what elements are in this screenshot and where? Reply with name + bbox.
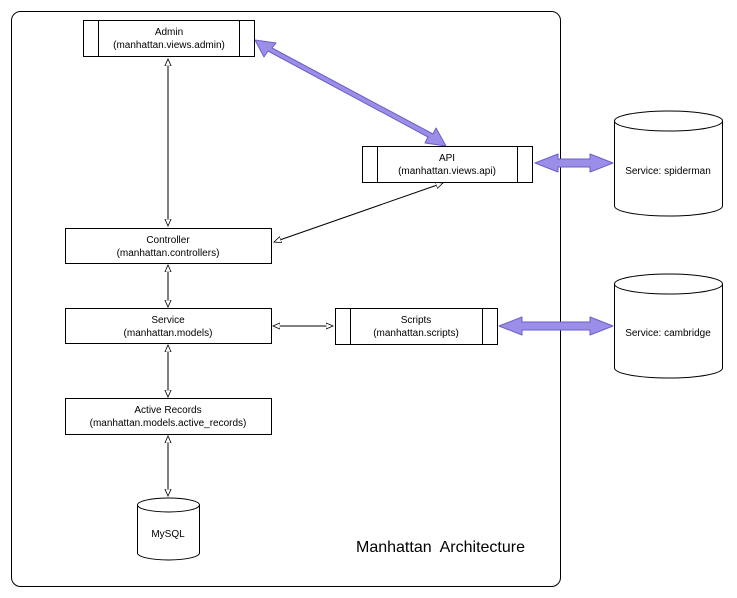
controller-name: Controller (146, 235, 190, 246)
diagram-title: Manhattan Architecture (356, 539, 525, 556)
service-name: Service (151, 315, 185, 326)
scripts-name: Scripts (401, 315, 432, 326)
connector-api-controller (274, 183, 443, 242)
mysql-database: MySQL (137, 497, 200, 561)
active-records-node: Active Records (manhattan.models.active_… (65, 398, 272, 435)
spiderman-label: Service: spiderman (625, 166, 711, 177)
admin-module: (manhattan.views.admin) (113, 40, 225, 51)
mysql-label: MySQL (151, 529, 185, 540)
controller-module: (manhattan.controllers) (117, 248, 220, 259)
api-module: (manhattan.views.api) (398, 166, 496, 177)
admin-node: Admin (manhattan.views.admin) (83, 20, 255, 57)
service-module: (manhattan.models) (124, 328, 213, 339)
active-records-name: Active Records (134, 405, 201, 416)
spiderman-service-cylinder: Service: spiderman (614, 110, 723, 217)
active-records-module: (manhattan.models.active_records) (90, 418, 247, 429)
big-arrow-api-spiderman (534, 153, 614, 173)
api-name: API (439, 153, 455, 164)
api-node: API (manhattan.views.api) (362, 146, 533, 183)
scripts-module: (manhattan.scripts) (373, 328, 459, 339)
scripts-node: Scripts (manhattan.scripts) (335, 308, 498, 345)
service-node: Service (manhattan.models) (65, 308, 272, 344)
cambridge-label: Service: cambridge (625, 328, 711, 339)
admin-name: Admin (155, 27, 183, 38)
system-boundary (11, 11, 561, 587)
big-arrow-scripts-cambridge (498, 316, 614, 336)
controller-node: Controller (manhattan.controllers) (65, 228, 272, 264)
cambridge-service-cylinder: Service: cambridge (614, 273, 723, 379)
